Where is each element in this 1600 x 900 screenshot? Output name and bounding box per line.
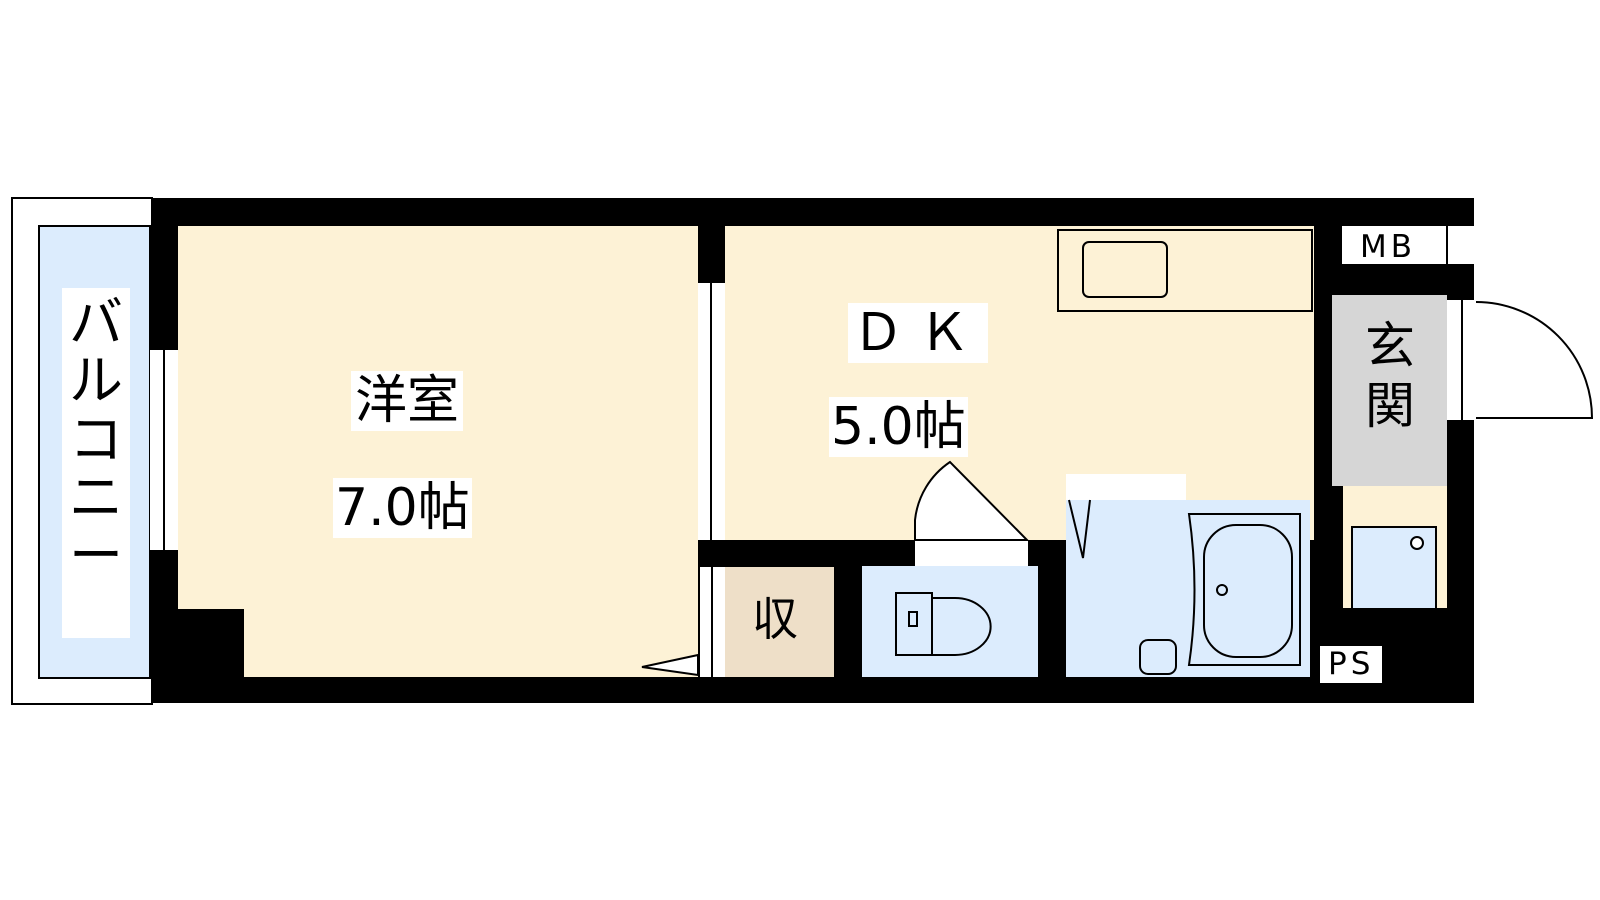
dk-name: ＤＫ <box>848 303 989 363</box>
balcony-label: バルコニー <box>62 288 130 638</box>
storage-floor <box>725 567 834 677</box>
storage-label: 収 <box>752 592 798 646</box>
western-room-size: 7.0帖 <box>333 478 472 538</box>
washer-pan <box>1351 526 1437 610</box>
western-room-column <box>178 609 244 679</box>
entrance-floor <box>1332 295 1447 486</box>
kitchen-sink <box>1082 241 1168 298</box>
toilet-door-opening <box>915 540 1028 566</box>
toilet-door-swing <box>914 460 1030 541</box>
pipe-space-label: PS <box>1320 646 1383 683</box>
western-room-floor <box>178 226 698 677</box>
toilet-fixture <box>895 592 992 656</box>
western-door <box>641 653 699 677</box>
bath-door-strip <box>1066 474 1186 500</box>
dk-size: 5.0帖 <box>829 397 968 457</box>
entrance-door-swing <box>1475 301 1594 419</box>
western-room-name: 洋室 <box>351 371 464 431</box>
meter-box <box>1342 226 1476 264</box>
bathtub-inner <box>1203 524 1293 658</box>
entrance-label: 玄関 <box>1365 317 1415 435</box>
meter-box-label: MB <box>1360 229 1417 265</box>
bath-sink <box>1139 639 1177 675</box>
